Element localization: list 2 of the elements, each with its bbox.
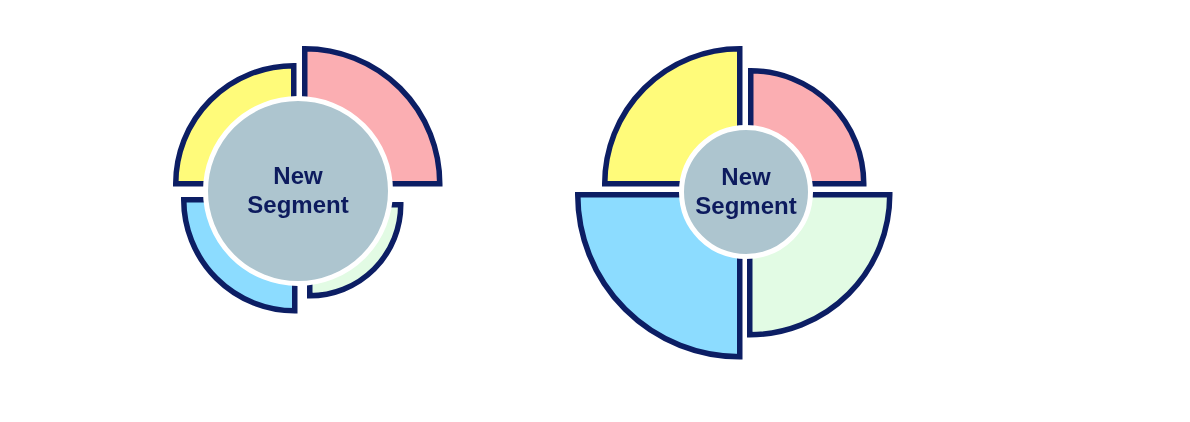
segment-label: New Segment bbox=[695, 163, 797, 221]
segment-label: New Segment bbox=[247, 162, 349, 220]
